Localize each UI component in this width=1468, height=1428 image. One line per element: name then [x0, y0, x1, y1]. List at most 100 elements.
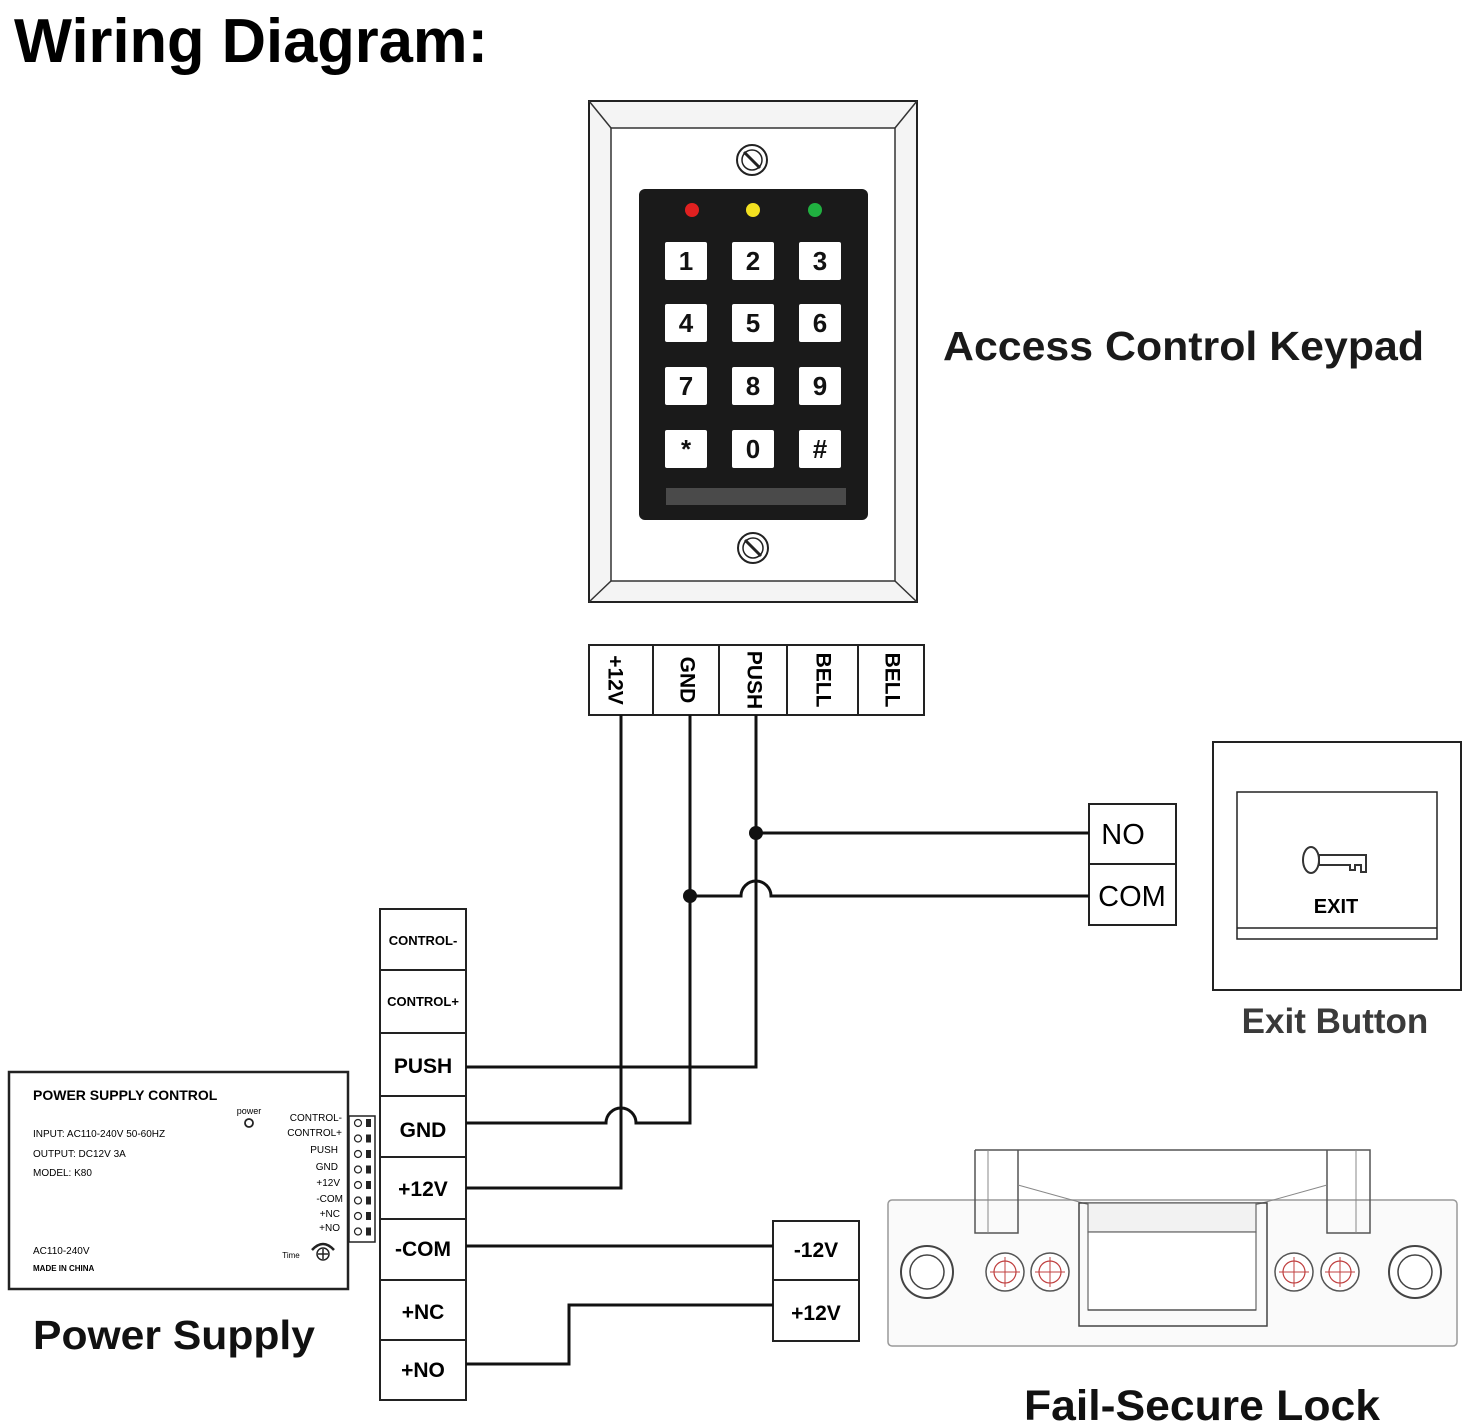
psu-label-push: PUSH: [310, 1145, 338, 1156]
keypad-key-label: 2: [746, 246, 760, 276]
keypad-key[interactable]: 5: [732, 304, 774, 342]
lock-terminal-block: -12V +12V: [772, 1220, 860, 1342]
keypad-keys: 1 2 3 4 5 6 7 8 9 * 0 #: [665, 242, 841, 468]
controller-terminal-block: CONTROL- CONTROL+ PUSH GND +12V -COM +NC…: [379, 908, 467, 1401]
psu-time-text: Time: [282, 1251, 300, 1260]
keypad-key[interactable]: 0: [732, 430, 774, 468]
wire-lock-plus: [466, 1303, 773, 1366]
keypad-terminal-gnd: GND: [675, 657, 698, 704]
psu-label-com: -COM: [316, 1194, 343, 1205]
psu-label-12v: +12V: [316, 1178, 340, 1189]
keypad-key-label: 6: [813, 308, 827, 338]
power-supply-unit: POWER SUPPLY CONTROL INPUT: AC110-240V 5…: [7, 1070, 376, 1291]
lock-label: Fail-Secure Lock: [1024, 1382, 1380, 1428]
controller-terminal-12v: +12V: [398, 1178, 448, 1201]
keypad-key-label: 4: [679, 308, 694, 338]
keypad-key-label: 9: [813, 371, 827, 401]
keypad-key[interactable]: 4: [665, 304, 707, 342]
red-led-icon: [685, 203, 699, 217]
terminal-slot-icon: [366, 1150, 371, 1158]
controller-terminal-com: -COM: [395, 1238, 451, 1261]
wire-12v: [466, 715, 623, 1190]
terminal-screw-icon: [353, 1211, 363, 1221]
keypad-key-label: #: [813, 434, 828, 464]
keypad-key[interactable]: 2: [732, 242, 774, 280]
exit-button-label: Exit Button: [1242, 1002, 1429, 1041]
keypad-key[interactable]: *: [665, 430, 707, 468]
terminal-slot-icon: [366, 1181, 371, 1189]
lock-terminal-plus-12v: +12V: [791, 1302, 841, 1325]
keypad-key-label: 0: [746, 434, 760, 464]
keypad-key[interactable]: 1: [665, 242, 707, 280]
controller-terminal-no: +NO: [401, 1359, 445, 1382]
key-icon: [1302, 846, 1367, 874]
lock-screw-icon: [1274, 1252, 1314, 1292]
keypad-terminal-bell: BELL: [880, 653, 903, 708]
keypad-key-label: 7: [679, 371, 693, 401]
psu-label-no: +NO: [319, 1223, 340, 1234]
keypad-key[interactable]: 9: [799, 367, 841, 405]
controller-terminal-nc: +NC: [402, 1301, 445, 1324]
junction-dot-icon: [749, 826, 763, 840]
screw-icon: [736, 144, 768, 176]
exit-terminal-no: NO: [1101, 819, 1145, 851]
controller-terminal-control-plus: CONTROL+: [387, 994, 459, 1009]
power-supply-label: Power Supply: [33, 1312, 315, 1358]
exit-button-terminal-block: NO COM: [1088, 803, 1177, 926]
keypad-key[interactable]: 6: [799, 304, 841, 342]
power-led-icon: [244, 1118, 254, 1128]
psu-terminal-strip: [348, 1115, 376, 1243]
diagram-title: Wiring Diagram:: [14, 7, 488, 76]
keypad-key-label: 3: [813, 246, 827, 276]
time-knob-icon: [311, 1242, 335, 1261]
psu-output: OUTPUT: DC12V 3A: [33, 1149, 126, 1160]
psu-terminal-screws: [353, 1118, 371, 1236]
green-led-icon: [808, 203, 822, 217]
controller-terminal-gnd: GND: [400, 1119, 447, 1142]
terminal-screw-icon: [353, 1227, 363, 1236]
terminal-screw-icon: [353, 1149, 363, 1159]
psu-input: INPUT: AC110-240V 50-60HZ: [33, 1129, 165, 1140]
keypad-key[interactable]: #: [799, 430, 841, 468]
keypad-panel: [639, 189, 868, 520]
exit-text: EXIT: [1314, 896, 1358, 918]
wire-exit-com: [690, 879, 1089, 898]
keypad-key-label: 5: [746, 308, 760, 338]
psu-label-control-plus: CONTROL+: [287, 1128, 342, 1139]
terminal-slot-icon: [366, 1134, 371, 1143]
psu-label-control-minus: CONTROL-: [290, 1113, 342, 1124]
psu-label-gnd: GND: [316, 1162, 338, 1173]
terminal-screw-icon: [353, 1134, 363, 1143]
keypad-label: Access Control Keypad: [943, 323, 1424, 369]
access-control-keypad: 1 2 3 4 5 6 7 8 9 * 0 #: [588, 100, 918, 603]
psu-label-nc: +NC: [320, 1209, 340, 1220]
psu-header: POWER SUPPLY CONTROL: [33, 1087, 218, 1103]
wires: [466, 715, 1089, 1366]
keypad-terminal-block: +12V GND PUSH BELL BELL: [588, 644, 925, 716]
keypad-terminal-bell: BELL: [811, 653, 834, 708]
keypad-key[interactable]: 3: [799, 242, 841, 280]
junction-dot-icon: [683, 889, 697, 903]
terminal-screw-icon: [353, 1196, 363, 1205]
lock-screw-icon: [1320, 1252, 1360, 1292]
mounting-hole-icon: [900, 1245, 954, 1299]
keypad-key[interactable]: 7: [665, 367, 707, 405]
terminal-slot-icon: [366, 1227, 371, 1236]
keypad-key[interactable]: 8: [732, 367, 774, 405]
controller-terminal-control-minus: CONTROL-: [389, 933, 458, 948]
keypad-strip: [666, 488, 846, 505]
psu-ac: AC110-240V: [33, 1246, 90, 1257]
psu-model: MODEL: K80: [33, 1168, 92, 1179]
terminal-screw-icon: [353, 1165, 363, 1174]
lock-screw-icon: [985, 1252, 1025, 1292]
keypad-key-label: 8: [746, 371, 760, 401]
terminal-slot-icon: [366, 1196, 371, 1205]
keypad-terminal-push: PUSH: [742, 651, 765, 709]
psu-power-text: power: [237, 1106, 262, 1116]
screw-icon: [737, 532, 769, 564]
wire-gnd: [466, 715, 692, 1125]
wire-push: [466, 715, 758, 1069]
lock-screws: [985, 1252, 1360, 1292]
terminal-screw-icon: [353, 1118, 363, 1128]
